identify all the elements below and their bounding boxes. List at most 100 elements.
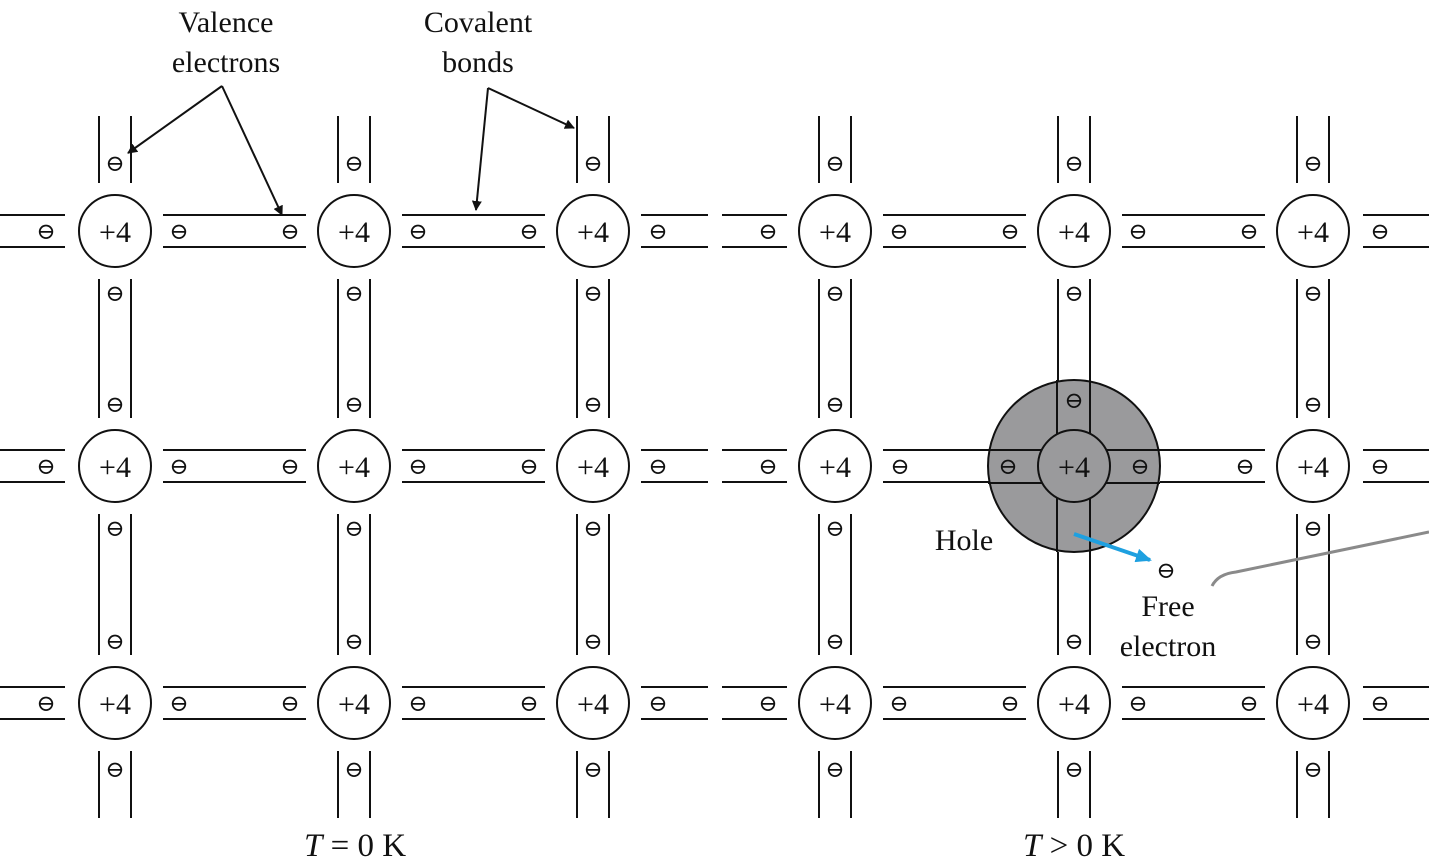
nucleus-charge: +4	[819, 688, 851, 721]
valence-electron: ⊖	[1064, 151, 1083, 176]
valence-electron: ⊖	[1000, 691, 1019, 716]
valence-electron: ⊖	[408, 454, 427, 479]
silicon-nucleus: +4	[1037, 666, 1111, 740]
silicon-nucleus: +4	[798, 666, 872, 740]
valence-electron: ⊖	[344, 281, 363, 306]
valence-electron: ⊖	[1370, 454, 1389, 479]
nucleus-circle	[798, 429, 872, 503]
valence-electron: ⊖	[344, 392, 363, 417]
nucleus-circle	[1037, 429, 1111, 503]
free-electron-label-line2: electron	[1120, 630, 1217, 663]
valence-electron: ⊖	[889, 691, 908, 716]
valence-electron: ⊖	[519, 454, 538, 479]
valence-electron: ⊖	[583, 281, 602, 306]
free-electron-label-line1: Free	[1141, 590, 1194, 623]
covalent-arrow-1	[471, 87, 489, 211]
temp-above-var: T	[1023, 828, 1044, 862]
valence-electron: ⊖	[105, 516, 124, 541]
covalent-arrow-2	[487, 87, 575, 129]
valence-electron: ⊖	[519, 691, 538, 716]
valence-electron: ⊖	[1130, 454, 1149, 479]
pointer-line	[1210, 530, 1429, 587]
electron-motion-arrow	[1073, 532, 1152, 563]
valence-electron: ⊖	[519, 219, 538, 244]
valence-electron: ⊖	[583, 629, 602, 654]
valence-electron: ⊖	[1303, 757, 1322, 782]
nucleus-charge: +4	[1058, 451, 1090, 484]
nuclei: +4+4+4+4+4+4+4+4+4+4+4+4+4+4+4+4+4+4	[78, 194, 1350, 740]
valence-electron: ⊖	[583, 516, 602, 541]
valence-electron: ⊖	[1303, 516, 1322, 541]
silicon-nucleus: +4	[1037, 194, 1111, 268]
silicon-nucleus: +4	[1037, 429, 1111, 503]
valence-label-line2: electrons	[172, 46, 280, 79]
valence-electron: ⊖	[825, 281, 844, 306]
valence-electron: ⊖	[169, 691, 188, 716]
valence-electron: ⊖	[344, 516, 363, 541]
valence-electron: ⊖	[280, 454, 299, 479]
nucleus-charge: +4	[577, 216, 609, 249]
valence-electron: ⊖	[648, 691, 667, 716]
valence-electron: ⊖	[1239, 691, 1258, 716]
valence-electron: ⊖	[825, 151, 844, 176]
valence-electron: ⊖	[105, 151, 124, 176]
temp-above-rest: > 0 K	[1041, 828, 1125, 862]
valence-electron: ⊖	[344, 151, 363, 176]
valence-electron: ⊖	[408, 691, 427, 716]
annotation-arrows	[127, 85, 1429, 587]
valence-electron: ⊖	[583, 151, 602, 176]
valence-electron: ⊖	[280, 219, 299, 244]
silicon-nucleus: +4	[78, 429, 152, 503]
nucleus-charge: +4	[1297, 216, 1329, 249]
nucleus-circle	[317, 194, 391, 268]
valence-electron: ⊖	[1064, 388, 1083, 413]
temp-zero-rest: = 0 K	[322, 828, 406, 862]
valence-electron: ⊖	[1064, 757, 1083, 782]
nucleus-circle	[317, 666, 391, 740]
nucleus-charge: +4	[99, 451, 131, 484]
silicon-nucleus: +4	[317, 194, 391, 268]
silicon-nucleus: +4	[556, 666, 630, 740]
nucleus-circle	[798, 666, 872, 740]
valence-electron: ⊖	[36, 454, 55, 479]
silicon-nucleus: +4	[78, 666, 152, 740]
valence-electron: ⊖	[1303, 392, 1322, 417]
nucleus-circle	[78, 194, 152, 268]
nucleus-charge: +4	[1297, 688, 1329, 721]
valence-electron: ⊖	[1128, 219, 1147, 244]
nucleus-circle	[317, 429, 391, 503]
valence-electron: ⊖	[825, 516, 844, 541]
valence-electron: ⊖	[1128, 691, 1147, 716]
valence-arrow-2	[221, 85, 283, 216]
valence-electron: ⊖	[1064, 281, 1083, 306]
nucleus-charge: +4	[1058, 688, 1090, 721]
valence-label-line1: Valence	[179, 6, 274, 39]
valence-electron: ⊖	[169, 219, 188, 244]
valence-electron: ⊖	[344, 629, 363, 654]
valence-electron: ⊖	[1064, 629, 1083, 654]
silicon-nucleus: +4	[78, 194, 152, 268]
valence-electron: ⊖	[344, 757, 363, 782]
silicon-nucleus: +4	[1276, 429, 1350, 503]
valence-electron: ⊖	[36, 219, 55, 244]
valence-electron: ⊖	[825, 392, 844, 417]
valence-electron: ⊖	[648, 219, 667, 244]
nucleus-circle	[1276, 194, 1350, 268]
nucleus-circle	[1037, 194, 1111, 268]
nucleus-charge: +4	[99, 688, 131, 721]
valence-electron: ⊖	[408, 219, 427, 244]
silicon-nucleus: +4	[556, 194, 630, 268]
valence-electron: ⊖	[105, 629, 124, 654]
nucleus-circle	[556, 429, 630, 503]
nucleus-charge: +4	[819, 216, 851, 249]
silicon-nucleus: +4	[317, 666, 391, 740]
valence-electron: ⊖	[36, 691, 55, 716]
temperature-zero-label: T = 0 K	[304, 828, 406, 862]
valence-electron: ⊖	[1370, 219, 1389, 244]
nucleus-charge: +4	[338, 451, 370, 484]
silicon-nucleus: +4	[1276, 666, 1350, 740]
valence-electron: ⊖	[1235, 454, 1254, 479]
valence-electron: ⊖	[583, 757, 602, 782]
valence-electron: ⊖	[1303, 151, 1322, 176]
